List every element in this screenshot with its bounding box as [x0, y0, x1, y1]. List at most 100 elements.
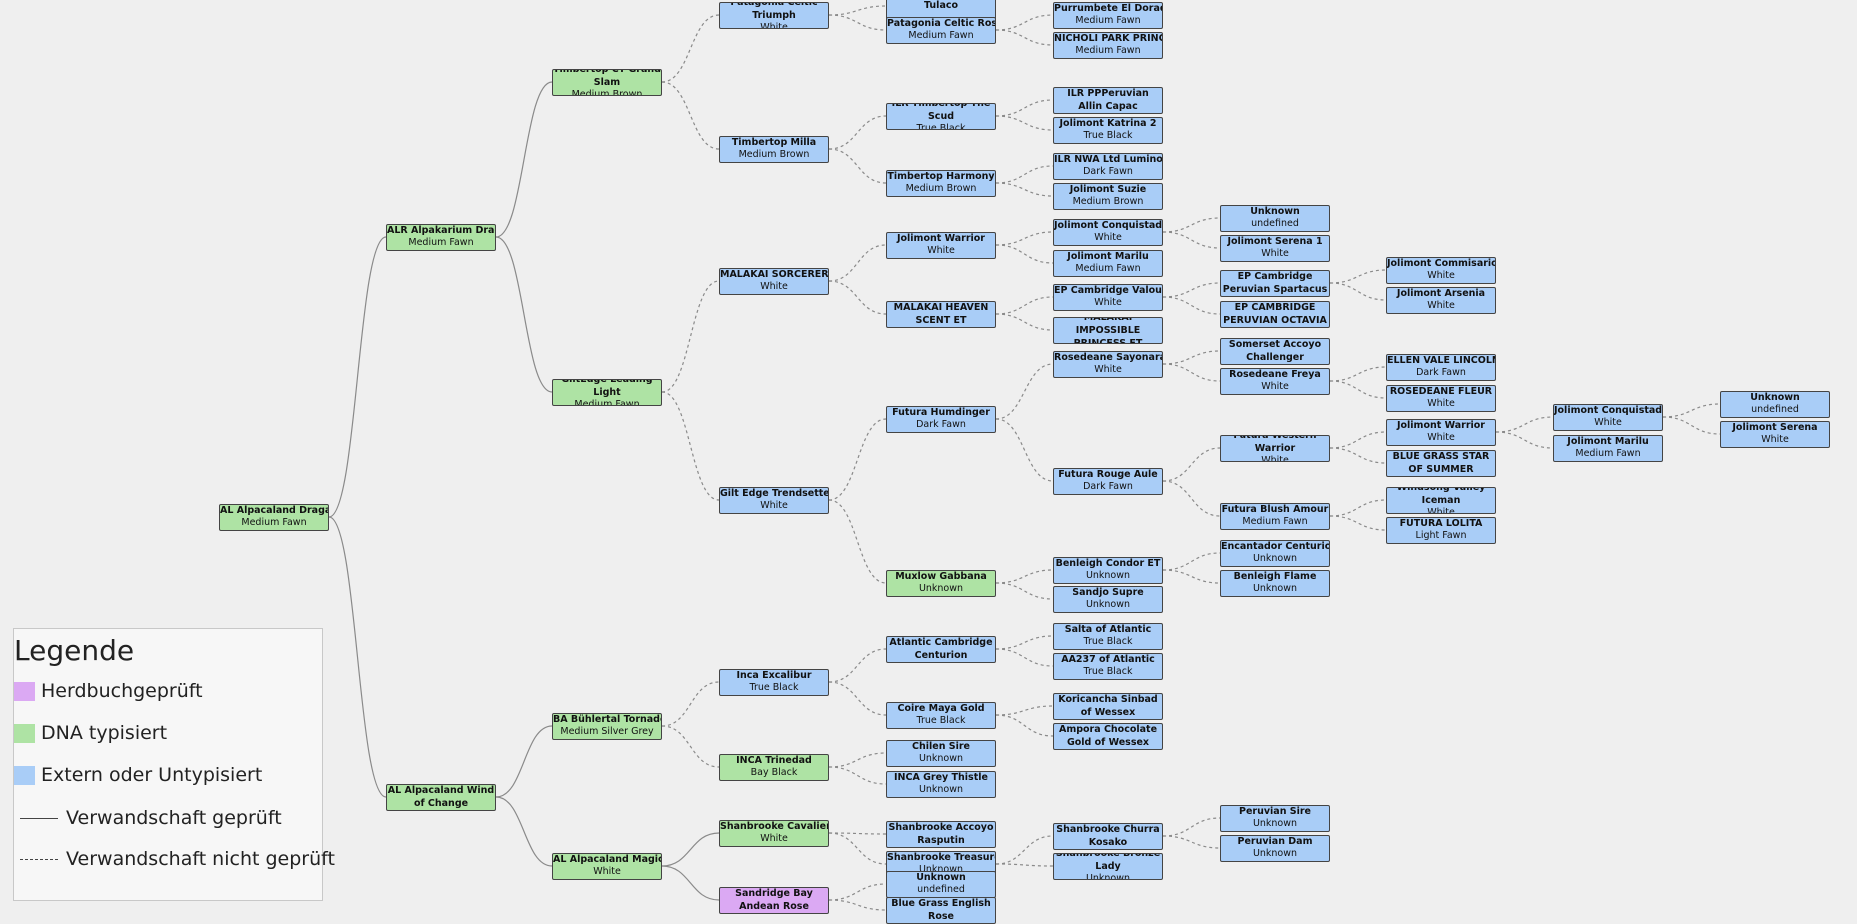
animal-node-shanbrooke-churra-kosako[interactable]: Shanbrooke Churra Kosako	[1053, 822, 1163, 850]
animal-name: AA237 of Atlantic	[1061, 654, 1155, 665]
animal-color: Medium Fawn	[1075, 15, 1141, 26]
animal-name: AL Alpacaland Wind of Change	[387, 785, 495, 809]
unverified-relation-line	[828, 766, 887, 785]
animal-node-ampora-chocolate-gold-of-wessex[interactable]: Ampora Chocolate Gold of Wessex	[1053, 722, 1163, 750]
animal-color: undefined	[917, 884, 965, 895]
unverified-relation-line	[1329, 269, 1387, 284]
animal-node-blue-grass-star-of-summer[interactable]: BLUE GRASS STAR OF SUMMER	[1386, 449, 1496, 477]
verified-relation-line	[495, 236, 553, 393]
unverified-relation-line	[995, 582, 1054, 600]
animal-name: ELLEN VALE LINCOLN	[1387, 355, 1496, 366]
animal-node-ilr-ppperuvian-allin-capac[interactable]: ILR PPPeruvian Allin Capac	[1053, 86, 1163, 114]
animal-name: ALR Alpakarium Draco	[387, 225, 496, 236]
animal-node-blue-grass-english-rose[interactable]: Blue Grass English Rose	[886, 896, 996, 924]
unverified-relation-line	[661, 14, 720, 83]
animal-name: Jolimont Warrior	[1396, 420, 1485, 431]
animal-color: Unknown	[1252, 583, 1298, 594]
animal-node-al-alpacaland-wind-of-change[interactable]: AL Alpacaland Wind of Change	[386, 783, 496, 811]
animal-name: AL Alpacaland Magic	[553, 854, 662, 865]
animal-node-al-alpacaland-dragana[interactable]: AL Alpacaland DraganaMedium Fawn	[219, 503, 329, 531]
animal-name: EP Cambridge Peruvian Spartacus	[1222, 271, 1328, 295]
unverified-relation-line	[828, 499, 887, 584]
animal-node-sandridge-bay-andean-rose[interactable]: Sandridge Bay Andean Rose	[719, 886, 829, 914]
animal-node-koricancha-sinbad-of-wessex[interactable]: Koricancha Sinbad of Wessex	[1053, 692, 1163, 720]
animal-node-shanbrooke-accoyo-rasputin[interactable]: Shanbrooke Accoyo Rasputin	[886, 820, 996, 848]
unverified-relation-line	[1329, 499, 1387, 517]
unverified-relation-line	[661, 725, 720, 768]
animal-color: White	[760, 500, 788, 511]
animal-name: Jolimont Serena	[1732, 422, 1818, 433]
animal-node-ep-cambridge-peruvian-spartacus[interactable]: EP Cambridge Peruvian Spartacus	[1220, 269, 1330, 297]
animal-name: INCA Trinedad	[736, 755, 812, 766]
animal-name: Peruvian Dam	[1237, 836, 1313, 847]
animal-color: undefined	[1251, 218, 1299, 229]
animal-node-somerset-accoyo-challenger[interactable]: Somerset Accoyo Challenger	[1220, 337, 1330, 365]
unverified-relation-line	[1495, 416, 1554, 433]
unverified-relation-line	[1329, 366, 1387, 382]
animal-node-atlantic-cambridge-centurion[interactable]: Atlantic Cambridge Centurion	[886, 635, 996, 663]
animal-node-malakai-impossible-princess-et[interactable]: MALAKAI IMPOSSIBLE PRINCESS ET	[1053, 316, 1163, 344]
animal-node-ep-cambridge-peruvian-octavia[interactable]: EP CAMBRIDGE PERUVIAN OCTAVIA	[1220, 300, 1330, 328]
animal-node-malakai-heaven-scent-et[interactable]: MALAKAI HEAVEN SCENT ET	[886, 300, 996, 328]
animal-name: MALAKAI SORCERER	[720, 269, 829, 280]
animal-name: Patagonia Celtic Rose	[887, 18, 996, 29]
animal-node-nicholi-park-princess[interactable]: NICHOLI PARK PRINCESSMedium Fawn	[1053, 31, 1163, 59]
